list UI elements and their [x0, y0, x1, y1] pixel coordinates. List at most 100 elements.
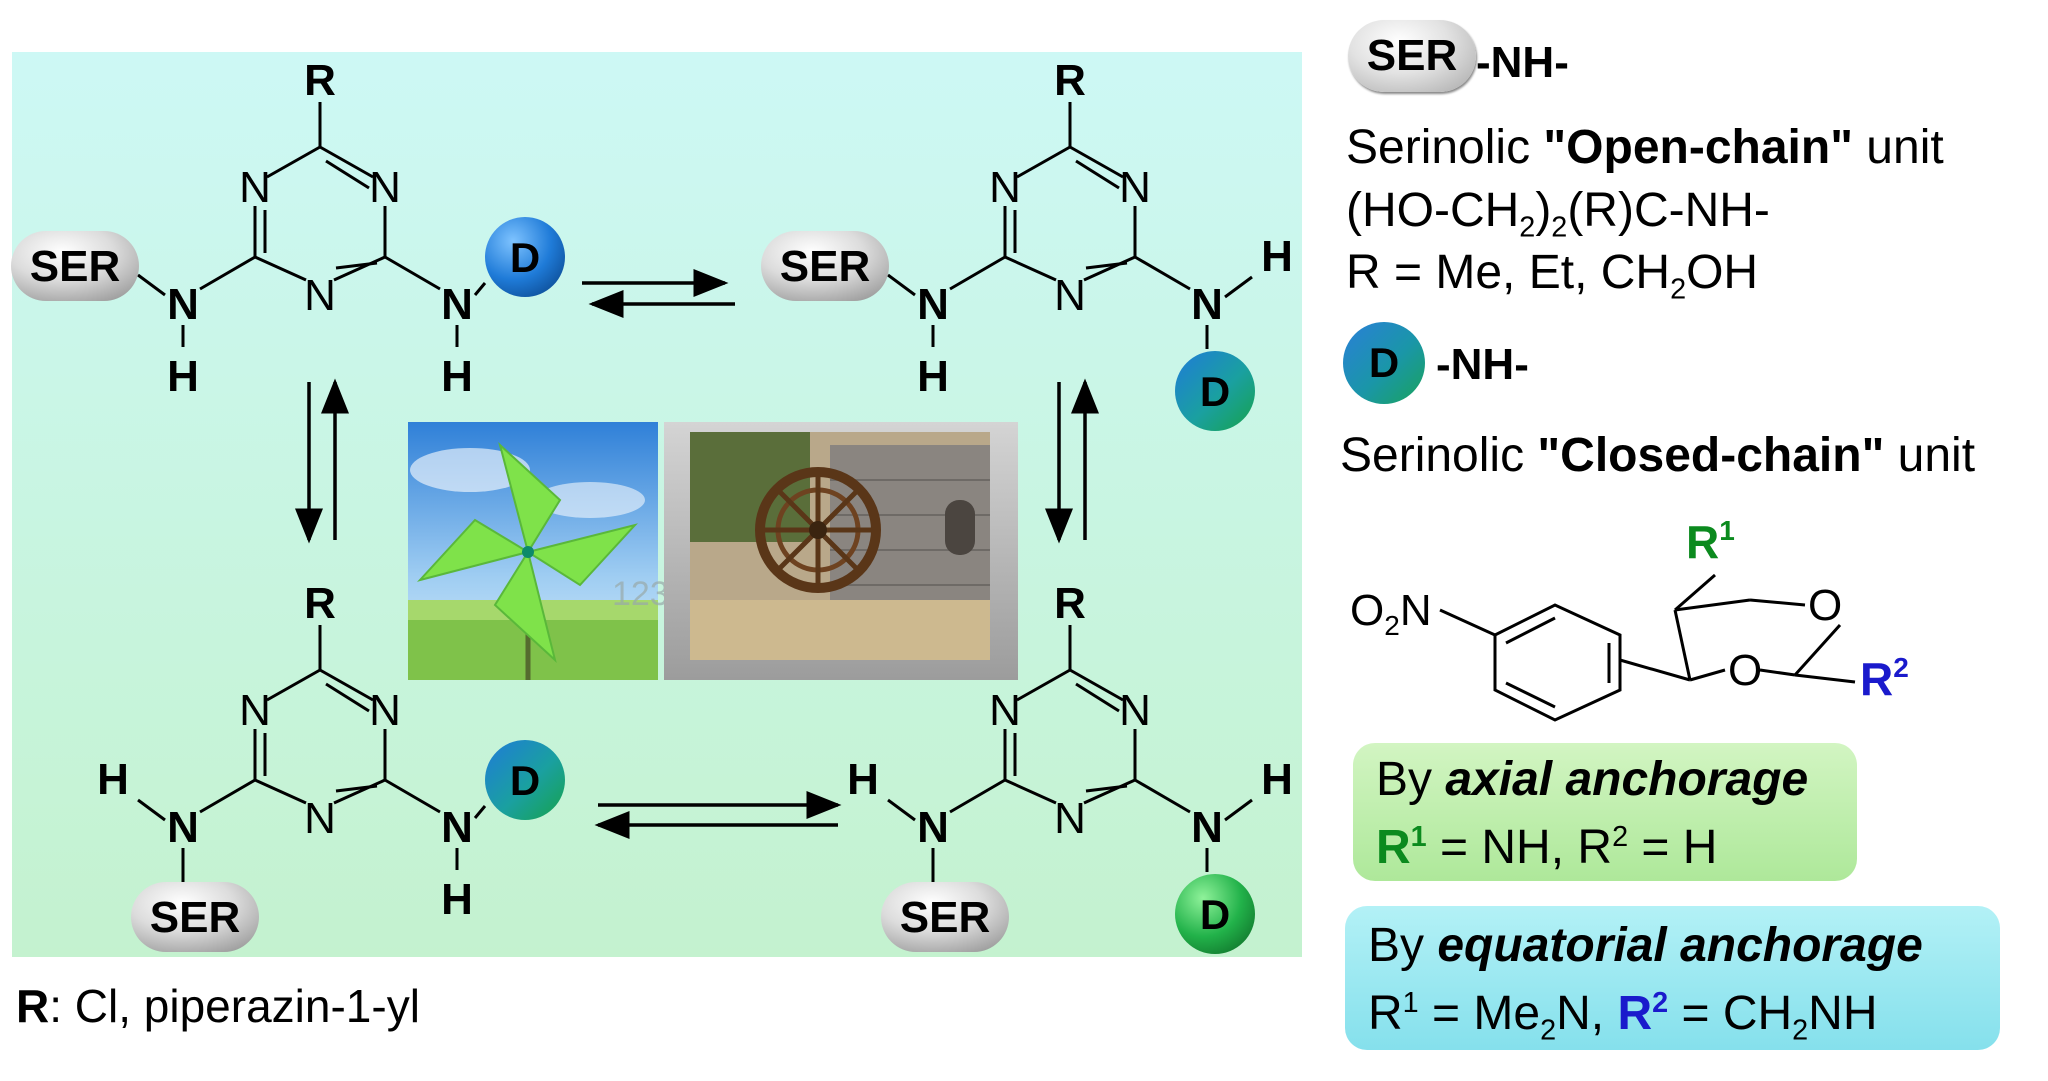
water-wheel-photo	[664, 422, 1018, 680]
r1-letter: R	[1686, 516, 1719, 568]
ser-pill	[131, 882, 259, 952]
closed-chain-suffix: unit	[1884, 429, 1976, 482]
open-chain-title: Serinolic "Open-chain" unit	[1346, 120, 1944, 175]
ser-pill: SER	[1348, 20, 1476, 92]
ring-bonds	[949, 625, 1191, 814]
r-substituent: R	[304, 56, 336, 105]
equatorial-r2: R	[1617, 987, 1653, 1040]
ring-nitrogen: N	[1119, 163, 1151, 212]
ring-nitrogen: N	[369, 686, 401, 735]
d-ball-label: D	[1368, 339, 1400, 386]
d-label: D	[1200, 368, 1230, 415]
amine-hydrogen: H	[1261, 755, 1293, 804]
equatorial-definition: R1 = Me2N, R2 = CH2NH	[1368, 986, 1878, 1048]
ser-pill-label: SER	[1366, 31, 1458, 80]
formula-part: (HO-CH	[1346, 184, 1520, 237]
amine-hydrogen: H	[847, 755, 879, 804]
axial-def-part: = NH, R	[1426, 821, 1613, 874]
equatorial-def-part: N,	[1556, 987, 1618, 1040]
open-chain-prefix: Serinolic	[1346, 121, 1544, 174]
r2-superscript: 2	[1893, 652, 1909, 683]
nitro-o: O	[1350, 586, 1384, 635]
amine-nitrogen: N	[441, 803, 473, 852]
amine-hydrogen: H	[441, 875, 473, 924]
axial-r2-sup: 2	[1612, 821, 1629, 853]
equatorial-emphasis: equatorial anchorage	[1437, 919, 1923, 972]
r-definition: R = Me, Et, CH2OH	[1346, 245, 1758, 307]
equatorial-def-sub: 2	[1540, 1014, 1557, 1047]
r-substituent: R	[304, 579, 336, 628]
ser-label: SER	[900, 893, 990, 942]
d-ball	[1175, 874, 1255, 954]
equilibrium-arrow-top	[582, 269, 735, 318]
amine-nitrogen: N	[1191, 803, 1223, 852]
ring-nitrogen: N	[304, 271, 336, 320]
equatorial-def-part: = Me	[1418, 987, 1541, 1040]
equatorial-def-part: = CH	[1668, 987, 1793, 1040]
ser-suffix: -NH-	[1476, 38, 1569, 87]
amine-hydrogen: H	[917, 352, 949, 401]
amine-nitrogen: N	[1191, 280, 1223, 329]
r1-superscript: 1	[1719, 515, 1735, 546]
r-footnote-text: : Cl, piperazin-1-yl	[49, 980, 420, 1032]
r-footnote: R: Cl, piperazin-1-yl	[16, 980, 420, 1032]
photo-watermark: 123	[612, 575, 669, 613]
ser-label: SER	[780, 242, 870, 291]
nitro-subscript: 2	[1384, 610, 1400, 641]
ring-bonds	[199, 625, 441, 814]
ring-nitrogen: N	[1054, 794, 1086, 843]
r1-label: R1	[1686, 515, 1735, 568]
d-label: D	[510, 757, 540, 804]
d-ball	[485, 740, 565, 820]
amine-hydrogen: H	[97, 755, 129, 804]
ring-bonds	[199, 102, 441, 291]
formula-subscript: 2	[1519, 211, 1536, 244]
amine-nitrogen: N	[167, 280, 199, 329]
closed-chain-bold: "Closed-chain"	[1537, 429, 1885, 482]
equatorial-r1: R	[1368, 987, 1403, 1040]
equatorial-anchorage-box	[1345, 906, 2000, 1050]
ring-nitrogen: N	[1119, 686, 1151, 735]
closed-chain-molecule: O2N O O R1 R2	[1350, 515, 1909, 722]
axial-emphasis: axial anchorage	[1445, 753, 1809, 806]
amine-nitrogen: N	[441, 280, 473, 329]
ring-oxygen-top: O	[1808, 581, 1842, 630]
equilibrium-arrow-bottom	[594, 791, 842, 839]
r-definition-part: R = Me, Et, CH	[1346, 246, 1671, 299]
amine-nitrogen: N	[167, 803, 199, 852]
ser-pill	[881, 882, 1009, 952]
equatorial-title: By equatorial anchorage	[1368, 918, 1923, 973]
amine-nitrogen: N	[917, 280, 949, 329]
d-label: D	[1200, 891, 1230, 938]
nitro-group: O2N	[1350, 586, 1432, 641]
amine-nitrogen: N	[917, 803, 949, 852]
equatorial-def-sub: 2	[1792, 1014, 1809, 1047]
formula-part: )	[1535, 184, 1552, 237]
equilibrium-arrow-left	[295, 378, 349, 544]
ser-label: SER	[30, 242, 120, 291]
r2-letter: R	[1860, 653, 1893, 705]
green-pinwheel-photo: 123	[408, 422, 669, 680]
closed-chain-prefix: Serinolic	[1340, 429, 1538, 482]
ring-nitrogen: N	[304, 794, 336, 843]
equatorial-r1-sup: 1	[1402, 987, 1419, 1019]
formula-subscript: 2	[1551, 211, 1568, 244]
amine-hydrogen: H	[441, 352, 473, 401]
d-suffix: -NH-	[1436, 340, 1529, 389]
molecule-bonds	[1439, 573, 1856, 722]
axial-r1-sup: 1	[1410, 821, 1427, 853]
d-ball	[1175, 351, 1255, 431]
ring-nitrogen: N	[369, 163, 401, 212]
r-substituent: R	[1054, 56, 1086, 105]
r-definition-subscript: 2	[1670, 273, 1687, 306]
equatorial-def-part: NH	[1808, 987, 1878, 1040]
r-definition-part: OH	[1686, 246, 1759, 299]
closed-chain-title: Serinolic "Closed-chain" unit	[1340, 428, 1975, 483]
axial-by: By	[1376, 753, 1446, 806]
ring-nitrogen: N	[239, 686, 271, 735]
amine-hydrogen: H	[167, 352, 199, 401]
